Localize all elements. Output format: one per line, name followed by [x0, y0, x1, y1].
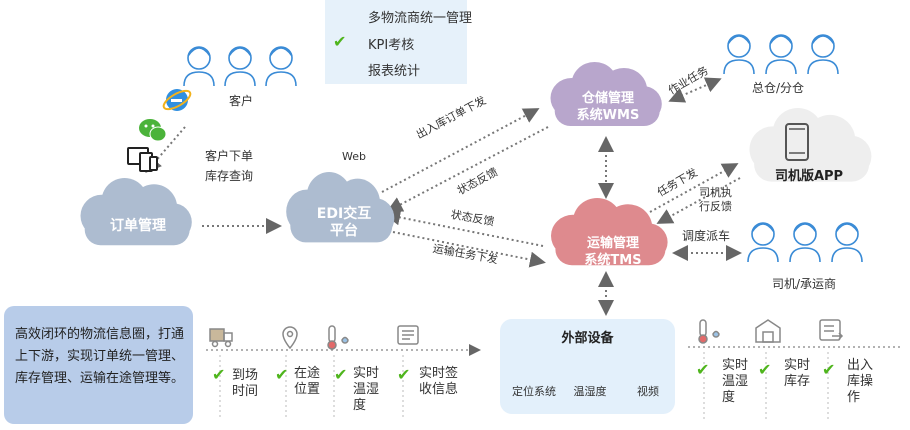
check-icon: ✔	[758, 360, 772, 379]
warehouse-icon	[755, 319, 781, 343]
driver-group	[744, 216, 868, 264]
customer-label: 客户	[229, 94, 254, 108]
timeline-feature-signoff: 实时签 收信息	[419, 366, 459, 397]
connector-tms-app	[649, 163, 739, 213]
timeline-feature-location: 在途 位置	[294, 366, 321, 397]
driver-label: 司机/承运商	[772, 277, 837, 291]
connector-edi-wms-down	[381, 108, 540, 193]
timeline-feature-arrival: 到场 时间	[232, 368, 259, 399]
kpi-item-kpi: KPI考核	[368, 38, 415, 53]
kpi-item-report: 报表统计	[368, 64, 421, 79]
customer-order-label: 客户下单 库存查询	[205, 149, 254, 183]
connector-edi-tms	[392, 231, 546, 268]
inout-icon	[819, 319, 844, 341]
connector-wms-edi-status	[386, 126, 549, 212]
location-pin-icon	[282, 326, 298, 350]
timeline-feature-inventory: 实时 库存	[784, 358, 811, 389]
check-icon: ✔	[334, 365, 348, 384]
device-thermo-label: 温湿度	[573, 385, 607, 398]
external-devices-panel: 外部设备 定位系统 温湿度 视频	[500, 319, 675, 414]
driver-feedback-label: 司机执 行反馈	[699, 186, 732, 213]
thermometer-icon-right	[698, 319, 720, 344]
driver-person-icons	[747, 222, 863, 263]
thermometer-icon	[327, 325, 349, 350]
document-icon	[397, 325, 419, 345]
devices-icon	[127, 147, 158, 172]
connector-wms-warehouse	[668, 77, 722, 103]
dispatch-label: 调度派车	[682, 229, 731, 243]
app-cloud-label: 司机版APP	[774, 169, 844, 184]
customer-person-icons	[183, 46, 297, 87]
summary-panel: 高效闭环的物流信息圈，打通上下游，实现订单统一管理、库存管理、运输在途管理等。	[4, 306, 193, 424]
summary-text: 高效闭环的物流信息圈，打通上下游，实现订单统一管理、库存管理、运输在途管理等。	[15, 327, 185, 386]
wechat-icon	[139, 119, 167, 142]
check-icon: ✔	[822, 360, 836, 379]
kpi-panel: 多物流商统一管理 ✔ KPI考核 报表统计	[325, 0, 472, 84]
order-cloud-label: 订单管理	[110, 218, 166, 234]
web-label: Web	[342, 150, 366, 163]
connector-tms-edi-status	[384, 209, 544, 247]
connector-app-tms	[656, 177, 741, 224]
tms-cloud-label: 运输管理 系统TMS	[584, 236, 642, 268]
wms-cloud-label: 仓储管理 系统WMS	[576, 91, 640, 123]
check-icon: ✔	[333, 32, 347, 51]
check-icon: ✔	[397, 365, 411, 384]
edi-cloud-label: EDI交互 平台	[316, 206, 372, 239]
timeline-feature-temperature-right: 实时 温湿 度	[722, 358, 749, 405]
device-video-label: 视频	[637, 385, 659, 398]
ie-icon	[162, 89, 192, 111]
phone-icon	[785, 123, 809, 161]
kpi-item-management: 多物流商统一管理	[368, 11, 473, 26]
check-icon: ✔	[212, 365, 226, 384]
order-cloud-shape	[80, 178, 192, 246]
warehouse-person-icons	[723, 34, 839, 75]
warehouse-label: 总仓/分仓	[752, 81, 805, 95]
check-icon: ✔	[275, 365, 289, 384]
check-icon: ✔	[696, 360, 710, 379]
customer-group	[180, 40, 300, 88]
device-gps-label: 定位系统	[512, 385, 556, 398]
timeline-feature-temperature: 实时 温湿 度	[353, 366, 380, 413]
truck-icon	[209, 328, 233, 348]
warehouse-staff-group	[720, 28, 844, 76]
devices-title: 外部设备	[561, 331, 614, 346]
timeline-feature-inout: 出入 库操 作	[847, 358, 874, 405]
